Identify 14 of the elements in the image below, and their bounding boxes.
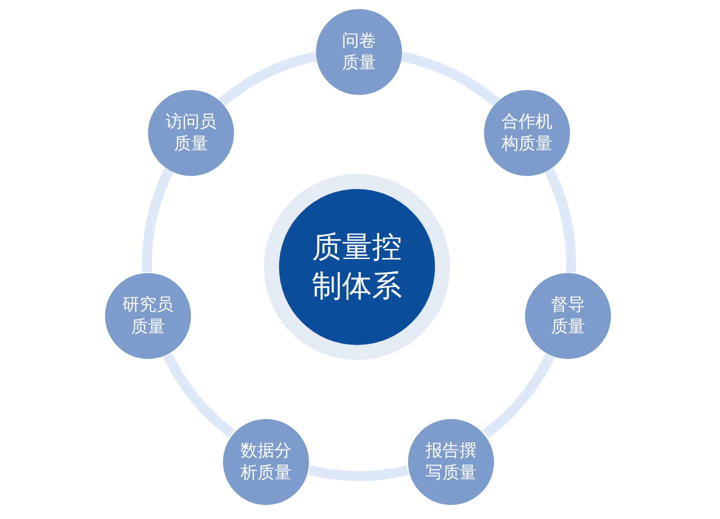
node-label: 数据分析质量 <box>240 440 292 484</box>
node-label: 督导质量 <box>550 294 586 338</box>
ring-arc <box>142 168 174 272</box>
node-label: 合作机构质量 <box>500 110 554 156</box>
ring-arc <box>544 168 576 273</box>
node-label: 质量控制体系 <box>311 229 403 306</box>
node-label: 报告撰写质量 <box>424 440 478 484</box>
node-label: 问卷质量 <box>341 30 377 74</box>
node-label: 访问员质量 <box>164 110 218 156</box>
ring-arc <box>308 465 409 481</box>
ring-arc <box>400 52 500 107</box>
ring-arc <box>163 352 236 438</box>
ring-arc <box>482 353 555 438</box>
node-label: 研究员质量 <box>122 294 174 338</box>
